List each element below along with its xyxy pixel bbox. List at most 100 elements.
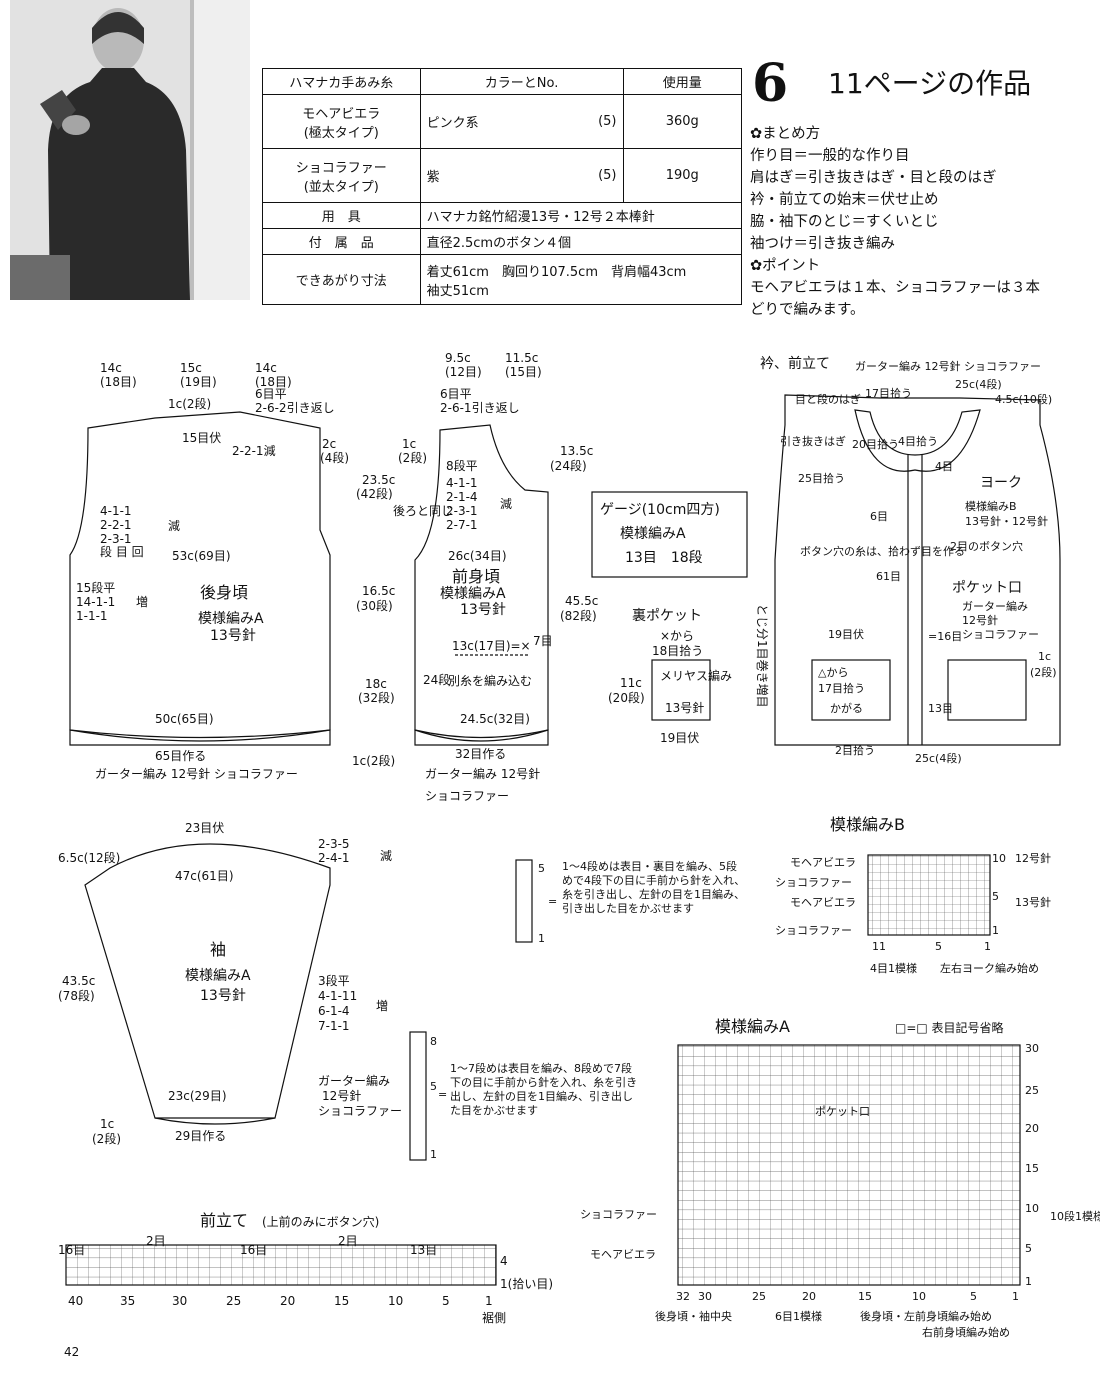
svg-text:17目拾う: 17目拾う	[818, 681, 865, 695]
svg-text:16目: 16目	[240, 1243, 267, 1257]
svg-text:4: 4	[500, 1254, 508, 1268]
svg-text:(20段): (20段)	[608, 690, 645, 705]
sleeve-outline	[84, 843, 331, 1119]
pattern-a-labels: 模様編みA □=□ 表目記号省略 ポケット口 ショコラファー モヘアビエラ 30…	[580, 1017, 1100, 1339]
svg-text:6.5c(12段): 6.5c(12段)	[58, 850, 120, 865]
svg-text:ボタン穴の糸は、拾わず目を作る: ボタン穴の糸は、拾わず目を作る	[800, 544, 965, 558]
svg-text:とじ分1目巻き増目: とじ分1目巻き増目	[755, 604, 769, 708]
svg-text:=: =	[438, 1088, 447, 1101]
point-line: どりで編みます。	[750, 302, 865, 318]
svg-text:12号針: 12号針	[322, 1088, 361, 1103]
svg-text:15c: 15c	[180, 361, 202, 375]
svg-text:=16目: =16目	[928, 630, 962, 643]
svg-text:モヘアビエラ: モヘアビエラ	[590, 1248, 656, 1261]
svg-text:(30段): (30段)	[356, 598, 393, 613]
pattern-title: 11ページの作品	[828, 67, 1032, 100]
svg-text:1c(2段): 1c(2段)	[168, 396, 211, 411]
svg-text:引き抜きはぎ: 引き抜きはぎ	[780, 434, 846, 448]
svg-text:32目作る: 32目作る	[455, 747, 506, 761]
finishing-line: 袖つけ＝引き抜き編み	[750, 236, 895, 252]
svg-text:×から: ×から	[660, 629, 694, 643]
svg-text:35: 35	[120, 1294, 135, 1308]
svg-text:(2段): (2段)	[398, 450, 427, 465]
svg-text:6-1-4: 6-1-4	[318, 1004, 350, 1018]
svg-text:1: 1	[485, 1294, 493, 1308]
header-yarn: ハマナカ手あみ糸	[262, 68, 421, 95]
svg-text:14c: 14c	[255, 361, 277, 375]
yarn-1-name: モヘアビエラ(極太タイプ)	[262, 94, 421, 149]
tools-label: 用 具	[262, 202, 421, 229]
svg-text:減: 減	[380, 848, 392, 863]
back-body-outline	[69, 411, 331, 739]
svg-text:2目のボタン穴: 2目のボタン穴	[950, 539, 1023, 553]
svg-text:モヘアビエラ: モヘアビエラ	[790, 856, 856, 869]
finishing-title: まとめ方	[762, 126, 821, 142]
svg-text:(24段): (24段)	[550, 458, 587, 473]
svg-text:(2段): (2段)	[92, 1131, 121, 1146]
svg-text:20: 20	[1025, 1122, 1039, 1135]
svg-text:1: 1	[992, 924, 999, 937]
svg-text:1: 1	[538, 932, 545, 945]
page-number: 42	[64, 1345, 79, 1359]
svg-text:モヘアビエラ: モヘアビエラ	[790, 896, 856, 909]
svg-text:裾側: 裾側	[482, 1310, 506, 1325]
svg-text:2-2-1: 2-2-1	[100, 518, 132, 532]
svg-text:目と段のはぎ: 目と段のはぎ	[795, 392, 861, 406]
svg-text:2-6-1引き返し: 2-6-1引き返し	[440, 401, 520, 415]
svg-text:=: =	[548, 895, 557, 908]
svg-text:13c(17目)=×: 13c(17目)=×	[452, 639, 531, 653]
svg-text:4-1-1: 4-1-1	[446, 476, 478, 490]
svg-text:模様編みA: 模様編みA	[620, 526, 686, 542]
svg-text:左右ヨーク編み始め: 左右ヨーク編み始め	[940, 961, 1039, 975]
svg-text:別糸を編み込む: 別糸を編み込む	[448, 673, 532, 688]
svg-text:13号針・12号針: 13号針・12号針	[965, 514, 1048, 528]
svg-text:ヨーク: ヨーク	[980, 475, 1022, 491]
svg-text:13号針: 13号針	[1015, 895, 1051, 909]
svg-text:ショコラファー: ショコラファー	[775, 924, 852, 937]
svg-text:65目作る: 65目作る	[155, 749, 206, 763]
svg-text:3段平: 3段平	[318, 973, 350, 988]
gauge-labels: ゲージ(10cm四方) 模様編みA 13目 18段	[600, 502, 720, 566]
svg-text:(4段): (4段)	[320, 450, 349, 465]
svg-text:6目平: 6目平	[440, 387, 472, 401]
point-title: ポイント	[762, 258, 821, 274]
svg-text:1(拾い目): 1(拾い目)	[500, 1276, 553, 1291]
svg-text:15: 15	[1025, 1162, 1039, 1175]
collar-outline	[774, 394, 1061, 746]
svg-text:ガーター編み 12号針: ガーター編み 12号針	[425, 766, 540, 781]
svg-text:18目拾う: 18目拾う	[652, 643, 703, 658]
svg-text:13目: 13目	[410, 1243, 437, 1257]
sleeve-labels: 23目伏 2-3-5 2-4-1 減 6.5c(12段) 47c(61目) 袖 …	[58, 821, 402, 1146]
svg-text:24.5c(32目): 24.5c(32目)	[460, 712, 530, 726]
svg-text:4目: 4目	[935, 460, 953, 473]
svg-text:1c: 1c	[402, 437, 416, 451]
gauge-box	[591, 491, 748, 578]
svg-text:1-1-1: 1-1-1	[76, 609, 108, 623]
yarn-2-amount: 190g	[622, 148, 742, 203]
svg-text:(19目): (19目)	[180, 375, 217, 389]
svg-text:30: 30	[1025, 1042, 1039, 1055]
svg-text:1c: 1c	[1038, 650, 1051, 663]
svg-text:23.5c: 23.5c	[362, 473, 395, 487]
svg-text:減: 減	[500, 496, 512, 511]
svg-text:(82段): (82段)	[560, 608, 597, 623]
svg-text:2-3-1: 2-3-1	[446, 504, 478, 518]
svg-text:1: 1	[430, 1148, 437, 1161]
svg-text:かがる: かがる	[830, 701, 863, 715]
note-5: 1～4段めは表目・裏目を編み、5段めで4段下の目に手前から針を入れ、糸を引き出し…	[562, 860, 746, 915]
svg-text:模様編みA: 模様編みA	[715, 1017, 790, 1036]
svg-text:15段平: 15段平	[76, 580, 115, 595]
svg-text:増: 増	[136, 595, 148, 609]
svg-text:14-1-1: 14-1-1	[76, 595, 115, 609]
svg-text:ポケット口: ポケット口	[815, 1105, 870, 1118]
svg-text:2目: 2目	[338, 1234, 358, 1248]
svg-text:(15目): (15目)	[505, 365, 542, 379]
svg-text:ポケット口: ポケット口	[952, 580, 1022, 596]
svg-text:5: 5	[538, 862, 545, 875]
svg-text:模様編みA: 模様編みA	[185, 968, 251, 984]
svg-text:11.5c: 11.5c	[505, 351, 538, 365]
svg-text:ショコラファー: ショコラファー	[580, 1208, 657, 1221]
svg-text:23目伏: 23目伏	[185, 821, 224, 835]
svg-text:4-1-1: 4-1-1	[100, 504, 132, 518]
